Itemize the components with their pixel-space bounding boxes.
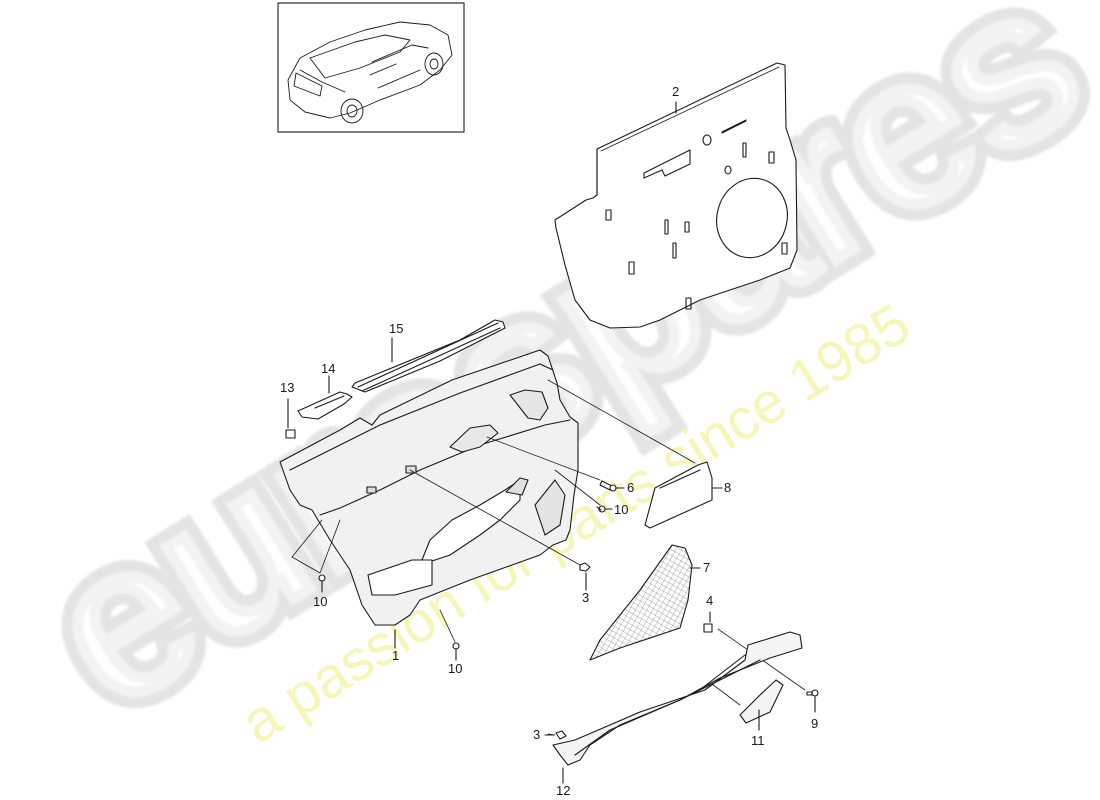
- part-12-lower-trim-strip: [552, 631, 803, 784]
- part-6-screw-icon: [599, 480, 625, 492]
- part-10-screw-icon-b: [318, 574, 326, 593]
- part-4-clip-icon: [703, 611, 713, 633]
- callout-13[interactable]: 13: [280, 380, 295, 395]
- part-1-door-trim-panel: [279, 349, 579, 649]
- callout-9[interactable]: 9: [811, 716, 819, 731]
- part-2-insulation-panel: [554, 62, 798, 329]
- part-9-screw-icon: [806, 689, 819, 713]
- part-8-cover: [644, 461, 723, 529]
- callout-4[interactable]: 4: [706, 593, 714, 608]
- part-7-mesh-grille: [589, 544, 701, 661]
- callout-10-lower[interactable]: 10: [448, 661, 463, 676]
- callout-2[interactable]: 2: [672, 84, 680, 99]
- leader-lines: [291, 379, 806, 736]
- part-10-screw-icon-c: [452, 642, 460, 661]
- part-14-trim-cap: [297, 375, 353, 420]
- part-3-clip-icon-a: [579, 562, 591, 591]
- part-3-clip-icon-b: [544, 730, 567, 740]
- callout-3-lower[interactable]: 3: [533, 727, 541, 742]
- callout-3-upper[interactable]: 3: [582, 590, 590, 605]
- callout-15[interactable]: 15: [389, 321, 404, 336]
- part-11-handle-cover: [739, 679, 784, 731]
- callout-10-upper[interactable]: 10: [614, 502, 629, 517]
- callout-11[interactable]: 11: [751, 733, 765, 748]
- callout-14[interactable]: 14: [321, 361, 336, 376]
- callout-1[interactable]: 1: [392, 648, 400, 663]
- callout-6[interactable]: 6: [627, 480, 635, 495]
- car-illustration-icon: [287, 21, 453, 124]
- fasteners: [318, 480, 819, 740]
- vehicle-thumbnail: [277, 2, 465, 133]
- callout-7[interactable]: 7: [703, 560, 711, 575]
- callout-12[interactable]: 12: [556, 783, 571, 798]
- callout-10-left[interactable]: 10: [313, 594, 328, 609]
- part-15-window-strip: [351, 319, 506, 393]
- callout-8[interactable]: 8: [724, 480, 732, 495]
- part-10-screw-icon-a: [596, 505, 613, 513]
- part-13-clip: [285, 398, 296, 439]
